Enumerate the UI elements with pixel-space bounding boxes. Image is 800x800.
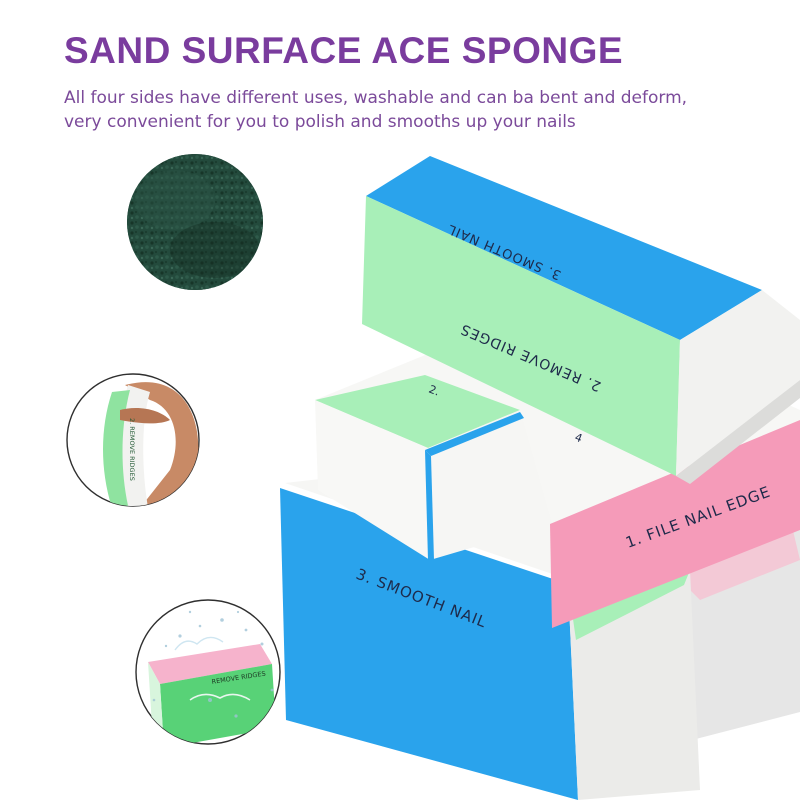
middle-block-small-label-a: 2.: [427, 383, 441, 399]
bending-demo-circle: 2. REMOVE RIDGES: [66, 373, 200, 507]
bottom-block: 3. SMOOTH NAIL: [280, 470, 700, 800]
texture-circle: [127, 154, 263, 290]
page-title: SAND SURFACE ACE SPONGE: [64, 30, 624, 71]
description-line-1: All four sides have different uses, wash…: [64, 88, 688, 108]
washing-demo-circle: REMOVE RIDGES: [135, 599, 281, 745]
bending-label: 2. REMOVE RIDGES: [128, 418, 136, 481]
middle-block-small-label-b: 4: [573, 431, 584, 446]
sponge-stack: 3. SMOOTH NAIL 1. FILE NAIL EDGE 2. 4 3.…: [280, 156, 800, 800]
top-block: 3. SMOOTH NAIL 2. REMOVE RIDGES: [362, 156, 800, 484]
description-line-2: very convenient for you to polish and sm…: [64, 112, 576, 132]
page-description: All four sides have different uses, wash…: [64, 86, 704, 134]
